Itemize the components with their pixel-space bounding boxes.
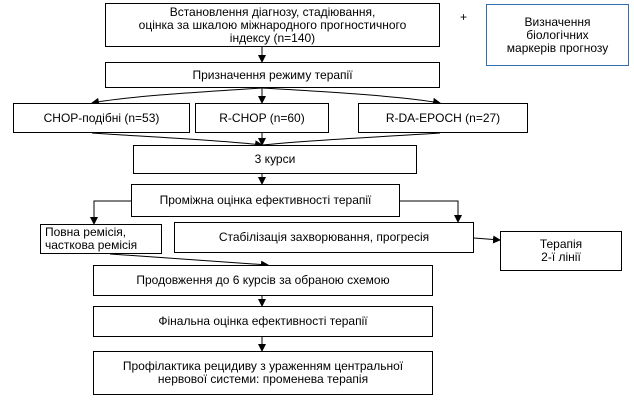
arrow-remission-to-continue — [109, 253, 269, 269]
arrow-rdaepoch-to-courses — [261, 132, 441, 146]
r-da-epoch-label: R-DA-EPOCH (n=27) — [385, 110, 501, 125]
biomarkers-box: Визначення біологічних маркерів прогнозу — [486, 4, 629, 66]
chop-like-label: CHOP-подібні (n=53) — [43, 110, 160, 125]
three-courses-label: 3 курси — [254, 152, 296, 166]
r-da-epoch-box: R-DA-EPOCH (n=27) — [358, 103, 528, 133]
interim-assessment-box: Проміжна оцінка ефективності терапії — [131, 184, 400, 217]
r-chop-box: R-CHOP (n=60) — [195, 103, 329, 133]
interim-assessment-label: Проміжна оцінка ефективності терапії — [159, 193, 372, 207]
remission-box: Повна ремісія, часткова ремісія — [40, 224, 162, 254]
remission-line-1: Повна ремісія, — [45, 225, 127, 239]
plus-sign: + — [460, 10, 468, 24]
diagnosis-line-2: оцінка за шкалою міжнародного прогностич… — [138, 17, 407, 32]
prophylaxis-line-2: нервової системи: променева терапія — [157, 372, 369, 386]
diagnosis-line-1: Встановлення діагнозу, стадіювання, — [169, 4, 376, 19]
biomarkers-line-3: маркерів прогнозу — [506, 40, 609, 55]
stabilization-box: Стабілізація захворювання, прогресія — [174, 222, 474, 253]
arrow-mode-to-rdaepoch — [261, 87, 441, 106]
final-assessment-box: Фінальна оцінка ефективності терапії — [93, 306, 433, 337]
arrow-stabilization-to-second-line — [473, 235, 501, 244]
second-line-line-1: Терапія — [539, 237, 583, 251]
therapy-mode-box: Призначення режиму терапії — [105, 62, 440, 88]
prophylaxis-line-1: Профілактика рецидиву з ураженням центра… — [122, 359, 404, 373]
chop-like-box: CHOP-подібні (n=53) — [13, 103, 190, 133]
diagnosis-box: Встановлення діагнозу, стадіювання, оцін… — [105, 3, 440, 47]
three-courses-box: 3 курси — [133, 145, 417, 174]
second-line-line-2: 2-ї лінії — [541, 250, 581, 264]
remission-line-2: часткова ремісія — [45, 238, 138, 252]
biomarkers-line-1: Визначення — [524, 14, 591, 29]
arrow-chop-to-courses — [91, 132, 263, 149]
stabilization-label: Стабілізація захворювання, прогресія — [218, 230, 430, 244]
arrow-mode-to-chop — [91, 87, 263, 106]
continue-courses-label: Продовження до 6 курсів за обраною схемо… — [136, 273, 390, 287]
biomarkers-line-2: біологічних — [526, 27, 589, 42]
arrow-interim-to-remission — [90, 200, 131, 225]
r-chop-label: R-CHOP (n=60) — [219, 110, 305, 125]
prophylaxis-box: Профілактика рецидиву з ураженням центра… — [93, 351, 433, 395]
arrow-interim-to-stabilization — [400, 200, 462, 223]
continue-courses-box: Продовження до 6 курсів за обраною схемо… — [93, 265, 433, 296]
final-assessment-label: Фінальна оцінка ефективності терапії — [158, 314, 368, 328]
second-line-therapy-box: Терапія 2-ї лінії — [500, 231, 622, 271]
therapy-mode-label: Призначення режиму терапії — [192, 67, 353, 82]
diagnosis-line-3: індексу (n=140) — [229, 30, 316, 45]
